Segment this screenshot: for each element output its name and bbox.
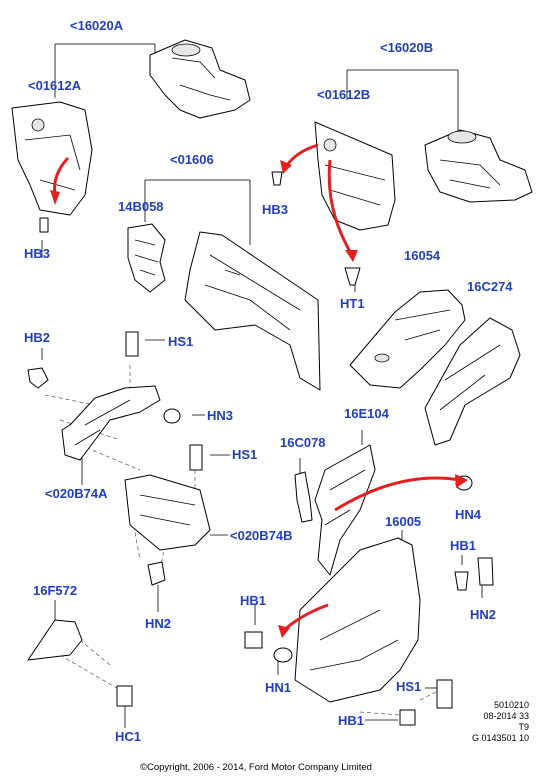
label-16E104: 16E104	[344, 406, 389, 421]
label-020B74A: <020B74A	[45, 486, 108, 501]
label-HN1: HN1	[265, 680, 292, 695]
part-16005	[294, 537, 421, 703]
label-16C274: 16C274	[467, 279, 513, 294]
label-HB1-left: HB1	[240, 593, 267, 608]
part-16F572	[27, 619, 83, 661]
label-HN2-right: HN2	[470, 607, 497, 622]
label-16F572: 16F572	[33, 583, 78, 598]
leader-lines	[41, 43, 483, 728]
label-020B74B: <020B74B	[230, 528, 293, 543]
direction-arrows	[50, 143, 468, 638]
label-16C078: 16C078	[280, 435, 326, 450]
fasteners	[27, 171, 494, 726]
label-HN2-left: HN2	[145, 616, 172, 631]
part-020B74B	[124, 474, 211, 551]
label-HB1-bottom: HB1	[338, 713, 365, 728]
label-HS1-bottom: HS1	[396, 679, 422, 694]
part-14B058	[127, 223, 166, 293]
part-01612B	[314, 121, 396, 231]
label-16020B: <16020B	[380, 40, 434, 55]
part-020B74A	[61, 385, 161, 461]
label-01606: <01606	[170, 152, 214, 167]
part-16020B	[424, 129, 533, 203]
label-HB3-right: HB3	[262, 202, 289, 217]
label-HS1-mid: HS1	[232, 447, 258, 462]
label-16020A: <16020A	[70, 18, 124, 33]
part-01612A	[11, 101, 93, 216]
copyright-notice: ©Copyright, 2006 - 2014, Ford Motor Comp…	[140, 762, 372, 773]
part-16E104	[314, 444, 376, 576]
label-HN3: HN3	[207, 408, 234, 423]
info-line-4: G 0143501 10	[471, 733, 529, 743]
label-HC1: HC1	[115, 729, 142, 744]
part-16020A	[149, 39, 251, 119]
label-01612B: <01612B	[317, 87, 371, 102]
label-HS1-top: HS1	[168, 334, 194, 349]
label-HB2: HB2	[24, 330, 51, 345]
part-16C078	[294, 471, 313, 523]
label-HN4: HN4	[455, 507, 482, 522]
info-block: 5010210 08-2014 33 T9 G 0143501 10	[472, 700, 529, 744]
info-line-3: T9	[518, 722, 529, 732]
label-16054: 16054	[404, 248, 441, 263]
label-14B058: 14B058	[118, 199, 164, 214]
label-HB3-left: HB3	[24, 246, 51, 261]
part-16C274	[424, 317, 521, 446]
label-16005: 16005	[385, 514, 422, 529]
label-HB1-right: HB1	[450, 538, 477, 553]
label-01612A: <01612A	[28, 78, 82, 93]
part-01606	[184, 231, 321, 391]
part-HN2-left	[147, 561, 166, 586]
info-line-1: 5010210	[493, 700, 529, 710]
part-16054	[349, 289, 466, 389]
info-line-2: 08-2014 33	[483, 711, 529, 721]
label-HT1: HT1	[340, 296, 365, 311]
